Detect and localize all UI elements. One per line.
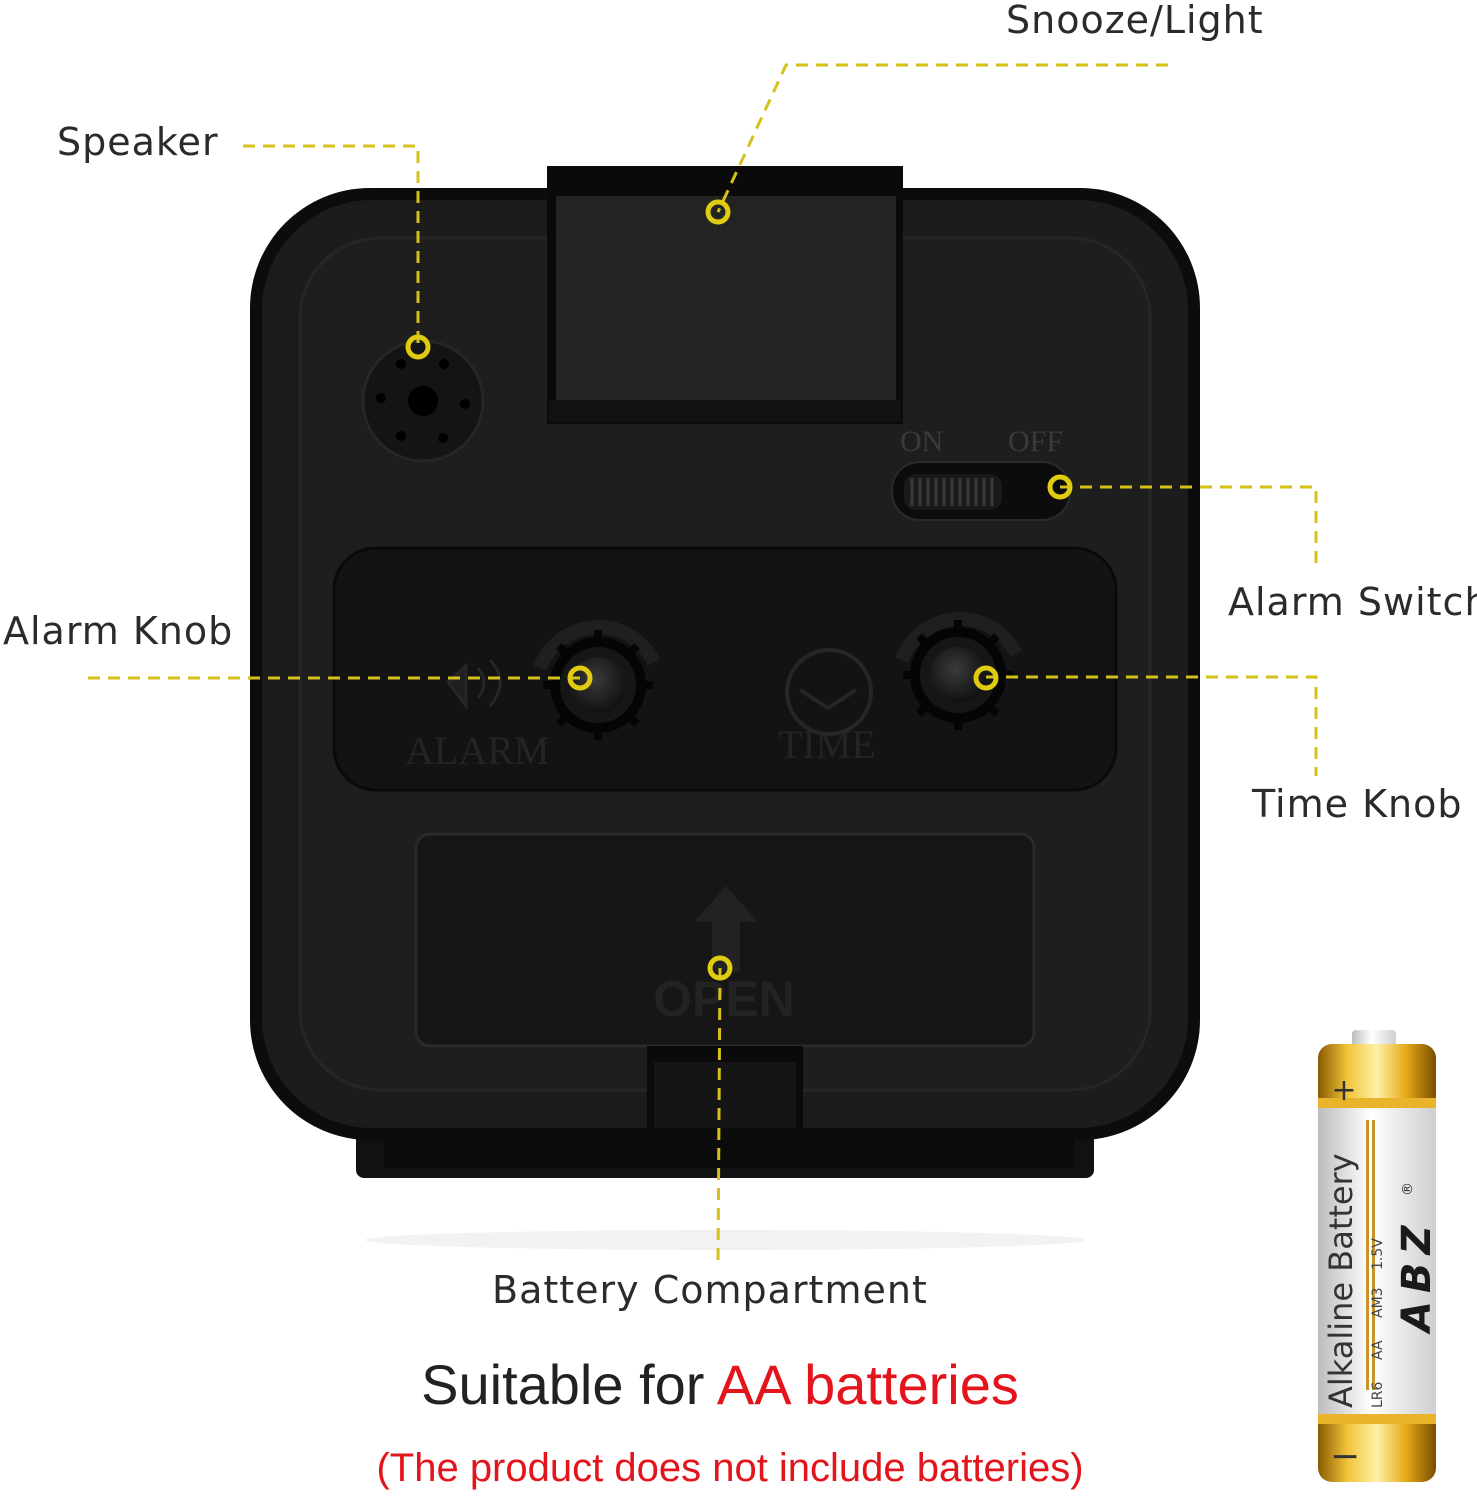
battery-plus-label: + [1331, 1073, 1356, 1108]
battery-spec-voltage: 1.5V [1370, 1238, 1386, 1270]
marker-speaker [405, 334, 431, 360]
callout-line-time-knob [986, 675, 1318, 776]
snooze-light-label: Snooze/Light [1006, 0, 1264, 42]
battery-spec-am3: AM3 [1370, 1287, 1386, 1318]
switch-off-label: OFF [1008, 425, 1063, 458]
callout-line-speaker [243, 144, 420, 346]
open-arrow-icon [694, 886, 758, 972]
marker-battery [707, 955, 733, 981]
alarm-dial-label: ALARM [405, 728, 549, 773]
battery-door-label: OPEN [653, 971, 795, 1027]
knob-panel [332, 546, 1118, 792]
speaker-grille [361, 339, 485, 463]
battery-spec-lr6: LR6 [1370, 1381, 1386, 1408]
battery-minus-label: − [1330, 1436, 1360, 1477]
battery-registered-mark: ® [1400, 1182, 1416, 1196]
callout-line-battery [716, 967, 722, 1263]
alarm-switch-label: Alarm Switch [1228, 580, 1477, 624]
battery-door[interactable]: OPEN [414, 832, 1036, 1048]
battery-type-label: Alkaline Battery [1322, 1153, 1360, 1408]
alarm-knob[interactable] [533, 620, 661, 740]
battery-brand: ABZ [1394, 1218, 1440, 1335]
snooze-light-button[interactable] [547, 166, 903, 424]
headline-highlight: AA batteries [716, 1353, 1019, 1416]
marker-time-knob [973, 665, 999, 691]
speaker-label: Speaker [57, 120, 219, 164]
marker-snooze [705, 199, 731, 225]
callout-markers [405, 199, 1073, 981]
clock-face-icon [785, 648, 873, 736]
aa-battery-illustration: + − Alkaline Battery LR6 AA AM3 1.5V ABZ… [1318, 1030, 1440, 1482]
marker-alarm-knob [567, 665, 593, 691]
callout-line-snooze [716, 63, 1168, 213]
alarm-knob-label: Alarm Knob [3, 609, 234, 653]
alarm-clock-back: ON OFF ALARM TIME [250, 166, 1200, 1178]
switch-on-label: ON [900, 425, 943, 458]
battery-spec-aa: AA [1370, 1340, 1386, 1360]
time-knob-label: Time Knob [1252, 782, 1463, 826]
alarm-bell-icon [445, 658, 502, 711]
alarm-switch[interactable] [891, 461, 1071, 521]
battery-compartment-label: Battery Compartment [492, 1268, 928, 1312]
batteries-not-included-note: (The product does not include batteries) [376, 1446, 1084, 1490]
callout-line-alarm-switch [1060, 485, 1318, 568]
callout-lines [88, 63, 1318, 1263]
headline-prefix: Suitable for [421, 1353, 705, 1416]
time-dial-label: TIME [778, 722, 876, 767]
time-knob[interactable] [895, 612, 1023, 730]
battery-compatibility-headline: Suitable for AA batteries [0, 1352, 1440, 1417]
marker-alarm-switch [1047, 474, 1073, 500]
